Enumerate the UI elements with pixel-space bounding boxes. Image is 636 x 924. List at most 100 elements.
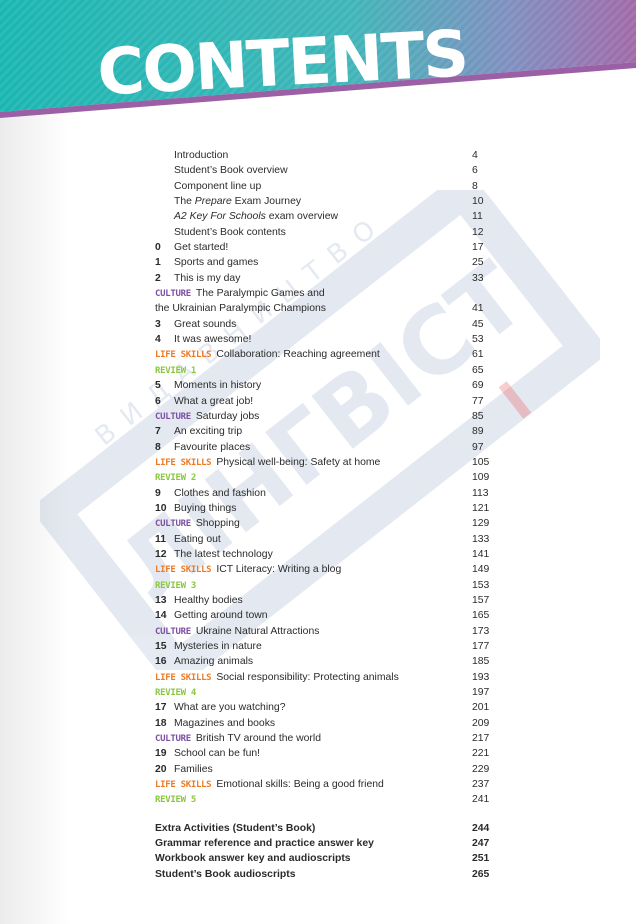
unit-number: 3 (155, 318, 161, 330)
toc-row[interactable]: Extra Activities (Student’s Book) 244 (155, 821, 495, 836)
page-number: 105 (472, 456, 490, 468)
page-number: 229 (472, 763, 490, 775)
page-number: 33 (472, 272, 484, 284)
culture-tag: CULTURE (155, 289, 191, 300)
toc-row[interactable]: Grammar reference and practice answer ke… (155, 836, 495, 851)
page-number: 247 (472, 838, 490, 850)
unit-number: 6 (155, 395, 161, 407)
toc-title: Extra Activities (Student’s Book) (155, 822, 316, 834)
page-number: 89 (472, 426, 484, 438)
toc-title: REVIEW 5 (155, 792, 201, 808)
page-number: 113 (472, 487, 489, 499)
toc-row[interactable]: REVIEW 3 153 (155, 578, 495, 593)
unit-number: 13 (155, 594, 167, 606)
toc-title: Grammar reference and practice answer ke… (155, 838, 374, 850)
page-number: 53 (472, 334, 484, 346)
page-number: 109 (472, 472, 490, 484)
toc-title: REVIEW 4 (155, 685, 201, 701)
page-number: 197 (472, 687, 490, 699)
toc-title: Get started! (174, 242, 229, 254)
toc-row[interactable]: 13 Healthy bodies 157 (155, 593, 495, 608)
page-number: 129 (472, 518, 490, 530)
life-tag: LIFE SKILLS (155, 350, 212, 361)
page-number: 165 (472, 610, 490, 622)
toc-title: Sports and games (174, 257, 259, 269)
culture-tag: CULTURE (155, 734, 191, 745)
unit-number: 9 (155, 487, 161, 499)
page-number: 41 (472, 303, 484, 315)
life-tag: LIFE SKILLS (155, 672, 212, 683)
review-tag: REVIEW 2 (155, 473, 196, 484)
unit-number: 7 (155, 426, 161, 438)
toc-row[interactable]: REVIEW 4 197 (155, 685, 495, 700)
page-number: 173 (472, 625, 490, 637)
page-number: 10 (472, 196, 484, 208)
toc-title: REVIEW 1 (155, 363, 201, 379)
page-number: 149 (472, 564, 490, 576)
page-number: 17 (472, 242, 484, 254)
toc-title: REVIEW 3 (155, 578, 201, 594)
toc-title: Healthy bodies (174, 594, 243, 606)
toc-row[interactable]: REVIEW 2 109 (155, 470, 495, 485)
review-tag: REVIEW 4 (155, 688, 196, 699)
toc-title: Mysteries in nature (174, 641, 262, 652)
page-number: 133 (472, 533, 490, 545)
unit-number: 19 (155, 748, 167, 760)
page-number: 6 (472, 165, 478, 177)
page-number: 45 (472, 318, 484, 330)
unit-number: 15 (155, 641, 167, 652)
page-number: 153 (472, 579, 490, 591)
unit-number: 14 (155, 610, 167, 622)
toc-title: Amazing animals (174, 656, 254, 668)
page-number: 157 (472, 594, 490, 606)
page-number: 244 (472, 822, 490, 834)
toc-title: Component line up (174, 180, 262, 192)
page-number: 217 (472, 733, 490, 745)
